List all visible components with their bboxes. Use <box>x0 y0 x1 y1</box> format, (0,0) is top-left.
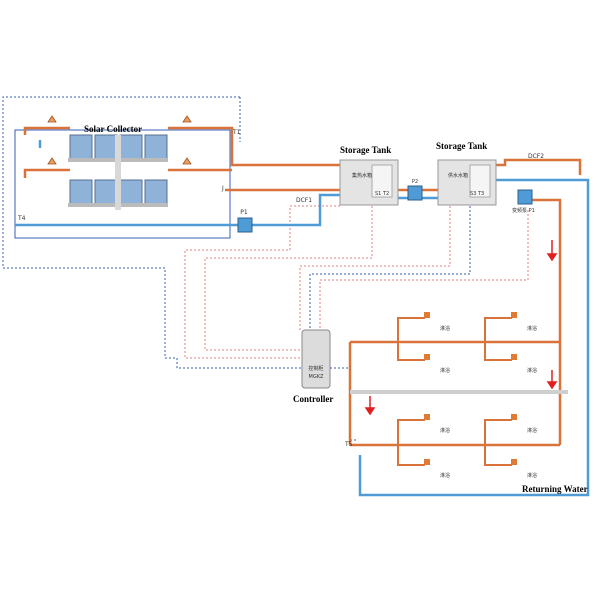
solar-collector-panels <box>68 134 168 210</box>
pump-p1-label: P1 <box>240 209 248 216</box>
tag-t4: T4 <box>17 215 26 222</box>
hot-supply-riser <box>525 198 562 445</box>
vent-valve-2 <box>47 157 57 165</box>
controller-cabinet: 控制柜 MGKZ <box>301 329 331 389</box>
tag-t1: T1 <box>232 129 241 136</box>
tap-6: 淋浴 <box>424 459 450 479</box>
pump-right-label: 变频泵 P1 <box>512 207 535 214</box>
label-returning-water: Returning Water <box>522 484 588 494</box>
floor-divider <box>350 390 568 394</box>
tap-8: 淋浴 <box>511 459 537 479</box>
svg-text:淋浴: 淋浴 <box>527 367 537 374</box>
wire-tank5-ctrl <box>319 210 529 330</box>
wire-outer-loop <box>2 96 302 369</box>
pump-p2-label: P2 <box>412 179 418 185</box>
collector-valves <box>47 115 192 165</box>
label-controller: Controller <box>293 394 333 404</box>
flow-arrow-riser-top <box>546 240 558 262</box>
tag-j: J <box>221 185 224 192</box>
tag-dcf2: DCF2 <box>528 153 544 160</box>
cold-return-loop <box>358 178 590 497</box>
tag-labels: T1 T4 DCF1 DCF2 J T5 <box>17 129 544 448</box>
controller-text-1: 控制柜 <box>308 365 323 372</box>
tank-right-sensor: S3 T3 <box>470 191 484 197</box>
svg-text:淋浴: 淋浴 <box>440 367 450 374</box>
vent-valve-3 <box>182 115 192 123</box>
collector-frame <box>14 129 231 239</box>
hot-header-mid <box>23 168 70 178</box>
tap-5: 淋浴 <box>424 414 450 434</box>
label-solar-collector: Solar Collector <box>84 124 142 134</box>
pump-p1: P1 <box>237 209 253 233</box>
svg-text:淋浴: 淋浴 <box>527 325 537 332</box>
flow-arrows <box>364 240 558 416</box>
storage-tank-right: 供水水箱 S3 T3 <box>437 159 497 206</box>
controller-text-2: MGKZ <box>309 374 324 380</box>
wire-tank3-ctrl <box>299 206 451 330</box>
svg-text:淋浴: 淋浴 <box>527 427 537 434</box>
tap-2: 淋浴 <box>424 354 450 374</box>
branch-group-2 <box>397 419 512 466</box>
shower-branches <box>397 317 512 466</box>
control-wiring-dotted <box>2 96 529 441</box>
tag-t5: T5 <box>344 441 353 448</box>
cold-collector-return <box>15 193 340 227</box>
branch-group-1 <box>397 317 512 361</box>
tap-3: 淋浴 <box>511 312 537 332</box>
tap-7: 淋浴 <box>511 414 537 434</box>
pump-right: 变频泵 P1 <box>512 189 535 214</box>
shower-taps: 淋浴 淋浴 淋浴 淋浴 淋浴 淋浴 淋浴 淋浴 <box>424 312 537 479</box>
hot-header-top <box>23 126 70 135</box>
wire-tank1-ctrl <box>184 205 340 359</box>
flow-arrow-riser-mid <box>546 370 558 390</box>
label-storage-tank-right: Storage Tank <box>436 141 487 151</box>
tank-right-tag: 供水水箱 <box>448 172 468 179</box>
vent-valve-4 <box>182 157 192 165</box>
hot-supply-right <box>495 158 582 175</box>
hot-header-top-right <box>168 126 340 167</box>
wire-controller-right <box>330 367 358 441</box>
svg-text:淋浴: 淋浴 <box>440 472 450 479</box>
label-storage-tank-left: Storage Tank <box>340 145 391 155</box>
vent-valve-1 <box>47 115 57 123</box>
svg-text:淋浴: 淋浴 <box>440 427 450 434</box>
tank-left-sensor: S1 T2 <box>375 191 389 197</box>
tank-left-tag: 集热水箱 <box>352 172 372 179</box>
tap-4: 淋浴 <box>511 354 537 374</box>
pump-p2: P2 <box>407 179 423 201</box>
storage-tank-left: 集热水箱 S1 T2 <box>339 159 399 206</box>
svg-text:淋浴: 淋浴 <box>440 325 450 332</box>
tag-dcf1: DCF1 <box>296 197 312 204</box>
svg-text:淋浴: 淋浴 <box>527 472 537 479</box>
tap-1: 淋浴 <box>424 312 450 332</box>
flow-arrow-left <box>364 396 376 416</box>
wire-tank4-ctrl <box>309 206 471 330</box>
